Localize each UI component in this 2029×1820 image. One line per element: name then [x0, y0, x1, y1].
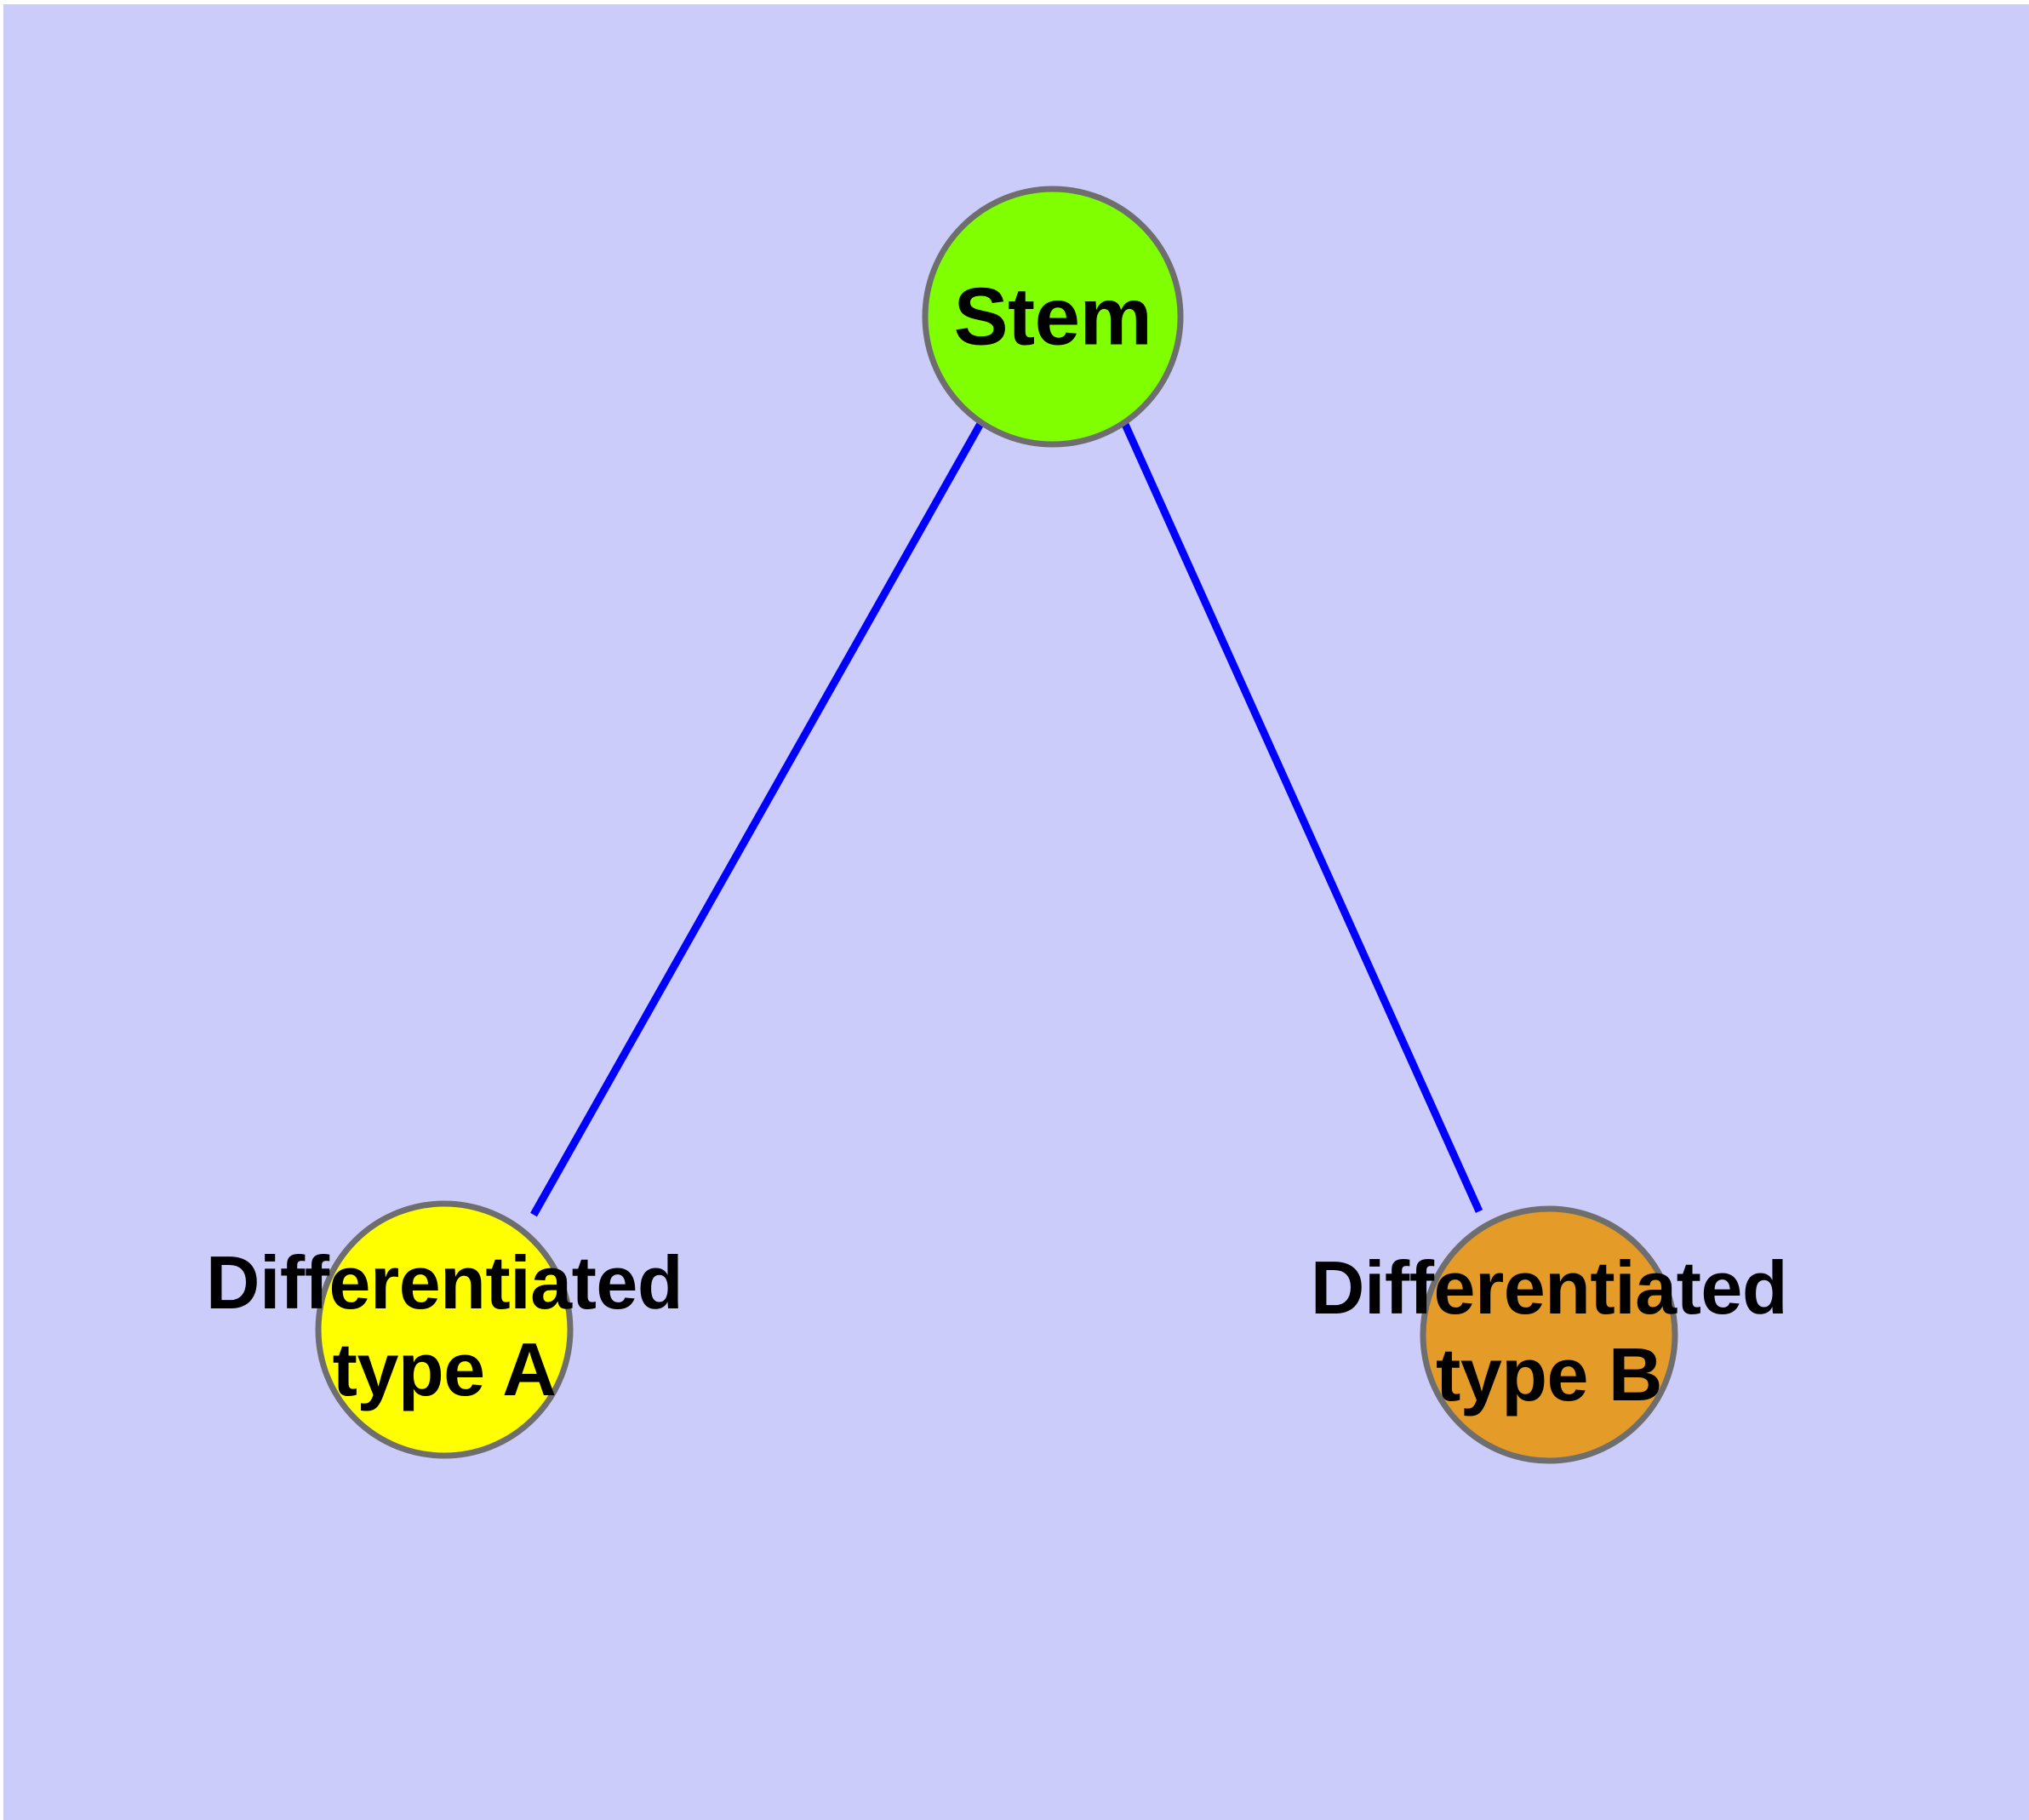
- edge-group: [530, 419, 1483, 1217]
- node-group: [315, 186, 1678, 1464]
- edge-stem-to-type-b: [1119, 419, 1483, 1213]
- node-circle-type-b[interactable]: [1420, 1205, 1678, 1464]
- edge-stem-to-type-a: [530, 420, 985, 1217]
- node-circle-stem[interactable]: [922, 186, 1184, 448]
- node-circle-type-a[interactable]: [315, 1200, 574, 1459]
